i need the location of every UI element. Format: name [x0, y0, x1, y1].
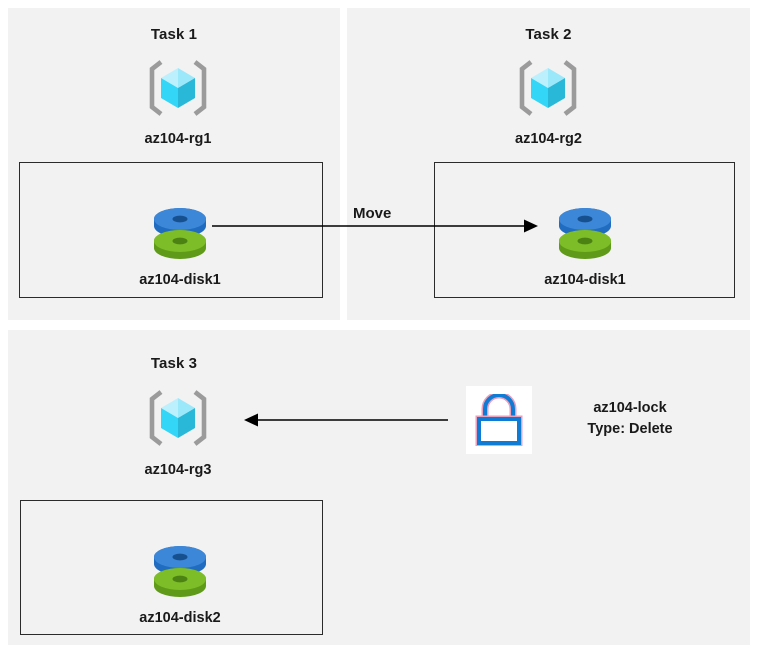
managed-disk-icon [149, 542, 211, 598]
task-2-title: Task 2 [525, 26, 572, 43]
task-3-panel: Task 3 az104-rg3 [8, 330, 750, 645]
task-1-disk-label: az104-disk1 [139, 272, 221, 288]
task-3-title: Task 3 [150, 355, 198, 372]
task-1-resource-group-label: az104-rg1 [144, 131, 212, 147]
padlock-icon [474, 391, 524, 447]
resource-group-cube-icon [147, 58, 209, 118]
lock-text-block: az104-lock Type: Delete [540, 398, 720, 440]
resource-group-cube-icon [147, 388, 209, 448]
task-3-resource-group-label: az104-rg3 [144, 462, 212, 478]
task-2-panel: Task 2 az104-rg2 [347, 8, 750, 320]
lock-tile [466, 386, 532, 454]
task-1-title: Task 1 [150, 26, 198, 43]
managed-disk-icon [554, 204, 616, 260]
lock-arrow-connector [244, 413, 448, 427]
lock-type: Type: Delete [587, 421, 673, 437]
resource-group-cube-icon [517, 58, 579, 118]
task-2-resource-group-label: az104-rg2 [515, 131, 582, 147]
task-1-panel: Task 1 az104-rg1 [8, 8, 340, 320]
task-3-disk-label: az104-disk2 [139, 610, 221, 626]
lock-name: az104-lock [593, 400, 667, 416]
move-arrow-connector [212, 219, 538, 233]
managed-disk-icon [149, 204, 211, 260]
task-2-disk-label: az104-disk1 [544, 272, 626, 288]
move-label: Move [353, 205, 392, 222]
